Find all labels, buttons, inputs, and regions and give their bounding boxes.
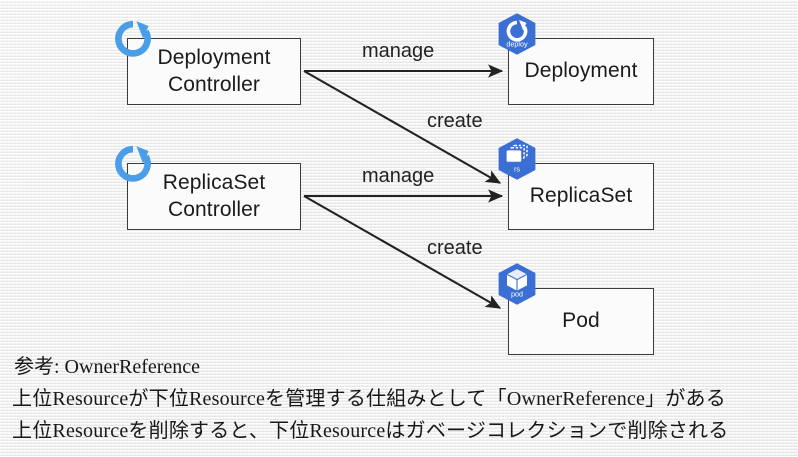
node-label-line1: ReplicaSet [529,184,633,208]
node-label-line1: Deployment [524,59,638,83]
node-label-line1: Pod [562,309,600,333]
k8s-icon-caption: rs [514,165,520,174]
node-label-line2: Controller [167,72,261,96]
footnote-line-1: 上位Resourceが下位Resourceを管理する仕組みとして「OwnerRe… [12,388,726,410]
edge-label-manage-replicaset: manage [362,165,435,187]
arrow-replicaset-controller-create-pod [303,195,502,309]
node-label-line1: Deployment [157,45,271,69]
node-deployment[interactable]: Deployment [508,38,654,105]
node-label-line1: ReplicaSet [162,170,266,194]
footnote-line-2: 上位Resourceを削除すると、下位Resourceはガベージコレクションで削… [12,420,729,442]
node-deployment-controller[interactable]: Deployment Controller [127,38,301,105]
edge-label-manage-deployment: manage [362,40,435,62]
footnote-block: 参考: OwnerReference 上位Resourceが下位Resource… [0,352,798,447]
edge-label-create-pod: create [427,237,483,259]
arrow-deployment-controller-create-replicaset [303,70,502,184]
node-replicaset[interactable]: ReplicaSet [508,163,654,230]
node-pod[interactable]: Pod [508,288,654,355]
k8s-icon-caption: pod [511,290,523,299]
controller-refresh-icon [115,20,151,57]
k8s-deploy-icon: deploy [498,13,536,55]
node-label-line2: Controller [167,197,261,221]
controller-refresh-icon [115,145,151,182]
footnote-title: 参考: OwnerReference [14,356,201,378]
k8s-icon-caption: deploy [506,40,528,49]
k8s-rs-icon: rs [498,138,536,180]
node-replicaset-controller[interactable]: ReplicaSet Controller [127,163,301,230]
k8s-pod-icon: pod [498,263,536,305]
edge-label-create-replicaset: create [427,110,483,132]
